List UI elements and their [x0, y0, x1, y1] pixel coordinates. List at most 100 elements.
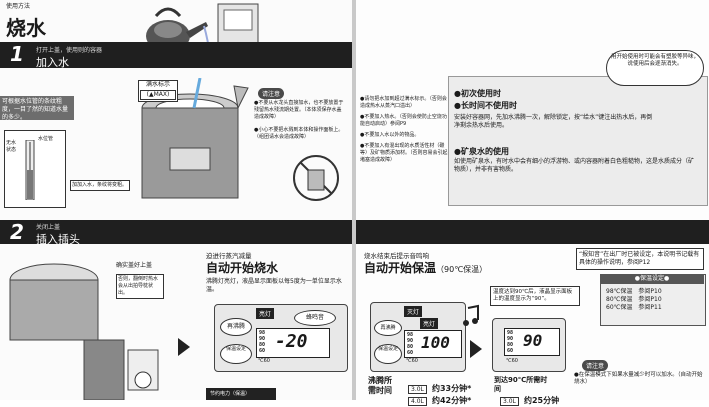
max-water-label: 满水标示 (▲MAX): [138, 80, 178, 102]
first-use-text: 安装好容器网，先加水沸腾一次，解除锁定，按“给水”键注出热水后，再倒净剩余热水后…: [454, 114, 653, 129]
lcd3-temp-80: 80: [507, 342, 514, 348]
no-water-label: 无水状态: [6, 140, 17, 153]
page-spine: [352, 0, 356, 400]
boil-time-1: 约33分钟*: [431, 384, 472, 393]
lcd2-unit: ℃60: [406, 358, 418, 364]
lcd1-temp-90: 90: [259, 336, 266, 342]
step2-label: 插入插头: [36, 233, 80, 246]
caution-notes-b: ●请勿把水加到超过满水标示。（否则会造成热水从蒸汽口溢出） ●不要加入热水。（否…: [360, 96, 448, 164]
boil-small-heading: 迫进行蒸汽减量: [206, 252, 252, 260]
caution-label-step2: 请注意: [582, 360, 609, 371]
keep-row-3: 60℃保温 参阅P11: [606, 304, 702, 312]
step2-header-bar: [0, 220, 352, 244]
lcd3-temp-90: 90: [507, 336, 514, 342]
mineral-title: ●矿泉水的使用: [454, 147, 509, 156]
keep-row-2-temp: 80℃保温: [606, 296, 633, 303]
lcd-screen-1: 98 90 80 60 -20: [256, 328, 330, 358]
close-lid-sub: 否则，翻倒时热水会从出拍导枕状出。: [116, 274, 164, 299]
bottom-left-tab: 节约电力（保温）: [210, 391, 251, 397]
beep-label: 蜂鸣音: [294, 310, 336, 326]
keep-warm-button-1[interactable]: 保温设定: [220, 344, 252, 364]
first-use-title-1: ●初次使用时: [454, 89, 501, 98]
lcd2-value: 100: [421, 333, 450, 352]
bottom-left-tab-bar: [206, 388, 276, 400]
step2-small-text: 关闭上盖: [36, 224, 61, 231]
temp-reach-note: 温度达到90℃后，液晶显示面板上的温度显示为“90”。: [490, 286, 580, 306]
boil-time-label: 沸腾所需时间: [368, 376, 392, 395]
caution-note-b1: ●请勿把水加到超过满水标示。（否则会造成热水从蒸汽口溢出）: [360, 96, 447, 109]
boil-description: 沸腾灯亮灯，液晶显示面板以每5度为一单位显示水温。: [206, 278, 342, 293]
pot-closed-lid-illustration: [9, 263, 159, 400]
lcd2-temp-90: 90: [407, 338, 414, 344]
step1-label: 加入水: [36, 56, 69, 69]
boil-time-row-1: 3.0L 约33分钟*: [408, 376, 471, 395]
lcd-screen-3: 98 90 80 60 90: [504, 328, 560, 356]
first-use-title-2: ●长时间不使用时: [454, 101, 517, 110]
step2-header-bar-right: [356, 220, 709, 244]
keep-row-3-ref: 参阅P11: [638, 304, 662, 311]
caution-note-b2: ●不要加入热水。（否则会使防止空烧功能自动启动）参阅P9: [360, 114, 447, 127]
boil-time-2: 约42分钟*: [431, 396, 472, 405]
lcd3-unit: ℃60: [506, 358, 518, 364]
lamp-off-label: 灭灯: [404, 306, 423, 317]
reach-time-1: 约25分钟: [523, 396, 560, 405]
step1-number: 1: [10, 42, 24, 66]
pot-open-lid-illustration: [141, 78, 249, 199]
lamp-on-label-2: 亮灯: [420, 318, 439, 329]
caution-note-b4: ●不要加入有混出现的水质活性材（碳等）及矿物质添加材。（否则容易会引起堵塞造成故…: [360, 143, 448, 163]
lcd3-temp-60: 60: [507, 348, 514, 354]
caution-label-step1: 请注意: [258, 88, 285, 99]
flow-arrow-1: [178, 338, 190, 356]
keep-row-3-temp: 60℃保温: [606, 304, 633, 311]
boil-volume-1: 3.0L: [408, 385, 427, 394]
lcd1-temp-80: 80: [259, 342, 266, 348]
caution-note-b3: ●不要加入水以外的物品。: [360, 132, 420, 138]
water-gauge-note: 可根据水位管的条纹粗度，一目了然的知道水量的多少。: [0, 96, 74, 121]
keep-warm-small-heading: 烧水结束后提示音鸣响: [364, 252, 429, 260]
max-label-text: 满水标示: [145, 81, 170, 88]
page-title: 烧水: [6, 16, 46, 40]
boil-volume-2: 4.0L: [408, 397, 427, 406]
lamp-on-label-1: 亮灯: [256, 308, 275, 319]
reminder-sound-note: “报知音”在出厂时已被设定，本说明书记载有具体的操作说明，参阅P12: [576, 248, 704, 270]
keep-warm-button-2[interactable]: 保温设定: [374, 344, 402, 364]
lcd3-value: 90: [523, 331, 543, 350]
gauge-tube-illustration: [25, 140, 35, 200]
caution-notes-a: ●不要从水龙头直接加水，也不要放置于残留热水残流期处置。（本体须保存水盖造成故障…: [254, 100, 346, 141]
lcd2-temp-80: 80: [407, 344, 414, 350]
keep-warm-heading: 自动开始保温（90℃保温）: [364, 259, 487, 276]
lcd1-value: -20: [275, 331, 308, 352]
usage-method-label: 使用方法: [6, 3, 31, 10]
keep-row-2-ref: 参阅P10: [638, 296, 662, 303]
reboil-button-1[interactable]: 再沸腾: [220, 318, 252, 336]
keep-warm-settings-rows: 98℃保温 参阅P10 80℃保温 参阅P10 60℃保温 参阅P11: [606, 288, 702, 312]
lcd2-temp-60: 60: [407, 350, 414, 356]
lcd1-unit: ℃60: [258, 358, 270, 364]
music-note-icon: [463, 304, 479, 326]
step1-header-bar: [0, 42, 352, 68]
lcd1-temp-60: 60: [259, 348, 266, 354]
keep-row-2: 80℃保温 参阅P10: [606, 296, 702, 304]
keep-warm-heading-main: 自动开始保温: [364, 261, 437, 275]
mineral-text: 如使用矿泉水，有时水中会有细小的浮游物、或内容器附着白色粗糙物，这是水质成分（矿…: [454, 158, 695, 173]
step1-small-text: 打开上盖，使用则的容器: [36, 47, 103, 54]
close-lid-note: 确实盖好上盖: [116, 262, 153, 269]
gauge-label: 水位管: [38, 136, 54, 142]
odor-side-note: 用开始使用时可能会有塑胶等异味，说使用后会逐渐消失。: [606, 50, 704, 86]
keep-warm-settings-title: ●保温设定●: [600, 274, 704, 284]
caution-note-a1: ●不要从水龙头直接加水，也不要放置于残留热水残流期处置。（本体须保存水盖造成故障…: [254, 100, 344, 120]
lcd3-temp-98: 98: [507, 330, 514, 336]
reach-volume-1: 3.0L: [500, 397, 519, 406]
step2-number: 2: [10, 220, 24, 244]
keep-warm-heading-suffix: （90℃保温）: [436, 265, 488, 274]
gauge-diagram-box: [4, 130, 66, 208]
max-value-text: (▲MAX): [140, 90, 176, 100]
flow-arrow-2: [470, 340, 482, 358]
keep-row-1-ref: 参阅P10: [638, 288, 662, 295]
boil-time-row-2: 4.0L 约42分钟*: [408, 388, 471, 407]
boil-heading: 自动开始烧水: [206, 261, 279, 275]
keep-row-1: 98℃保温 参阅P10: [606, 288, 702, 296]
reboil-button-2[interactable]: 再沸腾: [374, 320, 402, 336]
after-add-note: 加加入水，条纹将变粗。: [70, 180, 130, 191]
lcd1-temp-98: 98: [259, 330, 266, 336]
